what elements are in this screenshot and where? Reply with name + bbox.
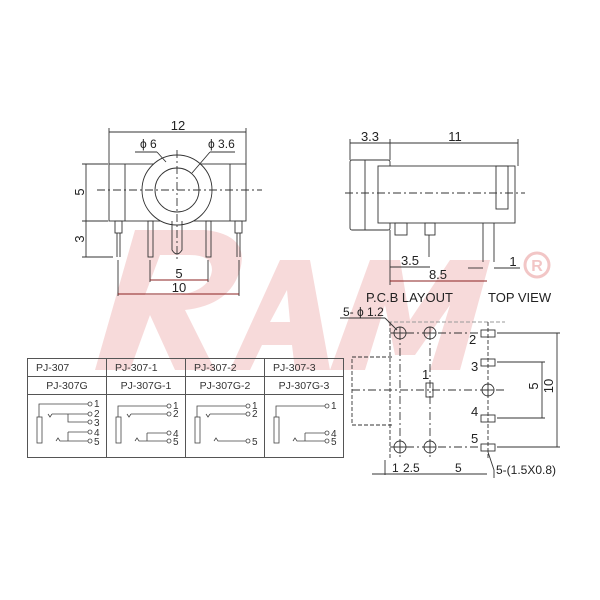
svg-text:3: 3 (94, 418, 100, 429)
schematic-cell: 1 2 3 4 5 (27, 394, 107, 458)
svg-text:3: 3 (471, 359, 478, 374)
svg-text:1: 1 (422, 367, 429, 382)
model-cell: PJ-307G-1 (106, 376, 186, 395)
model-cell: PJ-307 (27, 358, 107, 377)
svg-text:5: 5 (252, 437, 258, 448)
svg-text:ϕ 3.6: ϕ 3.6 (208, 137, 235, 151)
svg-text:1: 1 (392, 461, 399, 475)
schematic-3pin: 1 2 5 (194, 401, 258, 448)
svg-text:2: 2 (252, 409, 258, 420)
svg-text:5: 5 (471, 431, 478, 446)
svg-text:ϕ 6: ϕ 6 (140, 137, 157, 151)
svg-text:12: 12 (171, 118, 185, 133)
model-cell: PJ-307G-2 (185, 376, 265, 395)
table-row: PJ-307 PJ-307-1 PJ-307-2 PJ-307-3 (27, 358, 344, 377)
svg-text:2: 2 (94, 409, 100, 420)
svg-text:2: 2 (173, 409, 179, 420)
table-row: 1 2 3 4 5 1 2 4 5 (27, 394, 344, 458)
schematic-cell: 1 2 4 5 (106, 394, 186, 458)
svg-text:5: 5 (175, 266, 182, 281)
svg-text:1: 1 (173, 401, 179, 412)
schematic-5pin: 1 2 3 4 5 (36, 399, 100, 448)
svg-text:11: 11 (448, 129, 462, 144)
svg-text:5: 5 (94, 437, 100, 448)
svg-text:5- ϕ 1.2: 5- ϕ 1.2 (343, 305, 384, 319)
schematic-cell: 1 2 5 (185, 394, 265, 458)
model-cell: PJ-307-3 (264, 358, 344, 377)
pcb-layout-labels: P.C.B LAYOUT TOP VIEW 5- ϕ 1.2 1 2 3 4 5… (343, 290, 556, 477)
svg-text:3.3: 3.3 (361, 129, 379, 144)
schematic-3pin-b: 1 4 5 (273, 401, 337, 448)
svg-text:2: 2 (469, 332, 476, 347)
svg-text:TOP VIEW: TOP VIEW (488, 290, 552, 305)
svg-text:3.5: 3.5 (401, 253, 419, 268)
svg-text:2.5: 2.5 (403, 461, 420, 475)
svg-text:4: 4 (331, 429, 337, 440)
models-table: PJ-307 PJ-307-1 PJ-307-2 PJ-307-3 PJ-307… (27, 358, 344, 458)
svg-text:R: R (531, 258, 543, 275)
svg-text:1: 1 (331, 401, 337, 412)
svg-text:4: 4 (471, 404, 478, 419)
table-row: PJ-307G PJ-307G-1 PJ-307G-2 PJ-307G-3 (27, 376, 344, 395)
svg-text:5: 5 (455, 461, 462, 475)
model-cell: PJ-307-2 (185, 358, 265, 377)
svg-text:10: 10 (541, 379, 556, 393)
side-view (345, 139, 525, 285)
svg-text:8.5: 8.5 (429, 267, 447, 282)
svg-text:5-(1.5X0.8): 5-(1.5X0.8) (496, 463, 556, 477)
model-cell: PJ-307G-3 (264, 376, 344, 395)
svg-text:5: 5 (72, 188, 87, 195)
svg-text:5: 5 (173, 437, 179, 448)
svg-text:5: 5 (526, 382, 541, 389)
watermark-logo (95, 230, 490, 370)
svg-text:5: 5 (331, 437, 337, 448)
svg-text:1: 1 (94, 399, 100, 410)
model-cell: PJ-307G (27, 376, 107, 395)
svg-text:4: 4 (94, 428, 100, 439)
schematic-cell: 1 4 5 (264, 394, 344, 458)
svg-text:P.C.B LAYOUT: P.C.B LAYOUT (366, 290, 453, 305)
front-view (82, 128, 262, 296)
side-view-dims: 3.3 11 3.5 8.5 1 (361, 129, 517, 282)
svg-text:1: 1 (509, 254, 516, 269)
model-cell: PJ-307-1 (106, 358, 186, 377)
svg-text:4: 4 (173, 429, 179, 440)
front-view-dims: 12 ϕ 6 ϕ 3.6 5 3 5 10 (72, 118, 235, 295)
svg-text:3: 3 (72, 235, 87, 242)
registered-mark-icon: R (523, 251, 551, 279)
svg-text:1: 1 (252, 401, 258, 412)
pcb-layout (340, 317, 560, 478)
svg-text:10: 10 (172, 280, 186, 295)
schematic-4pin: 1 2 4 5 (115, 401, 179, 448)
